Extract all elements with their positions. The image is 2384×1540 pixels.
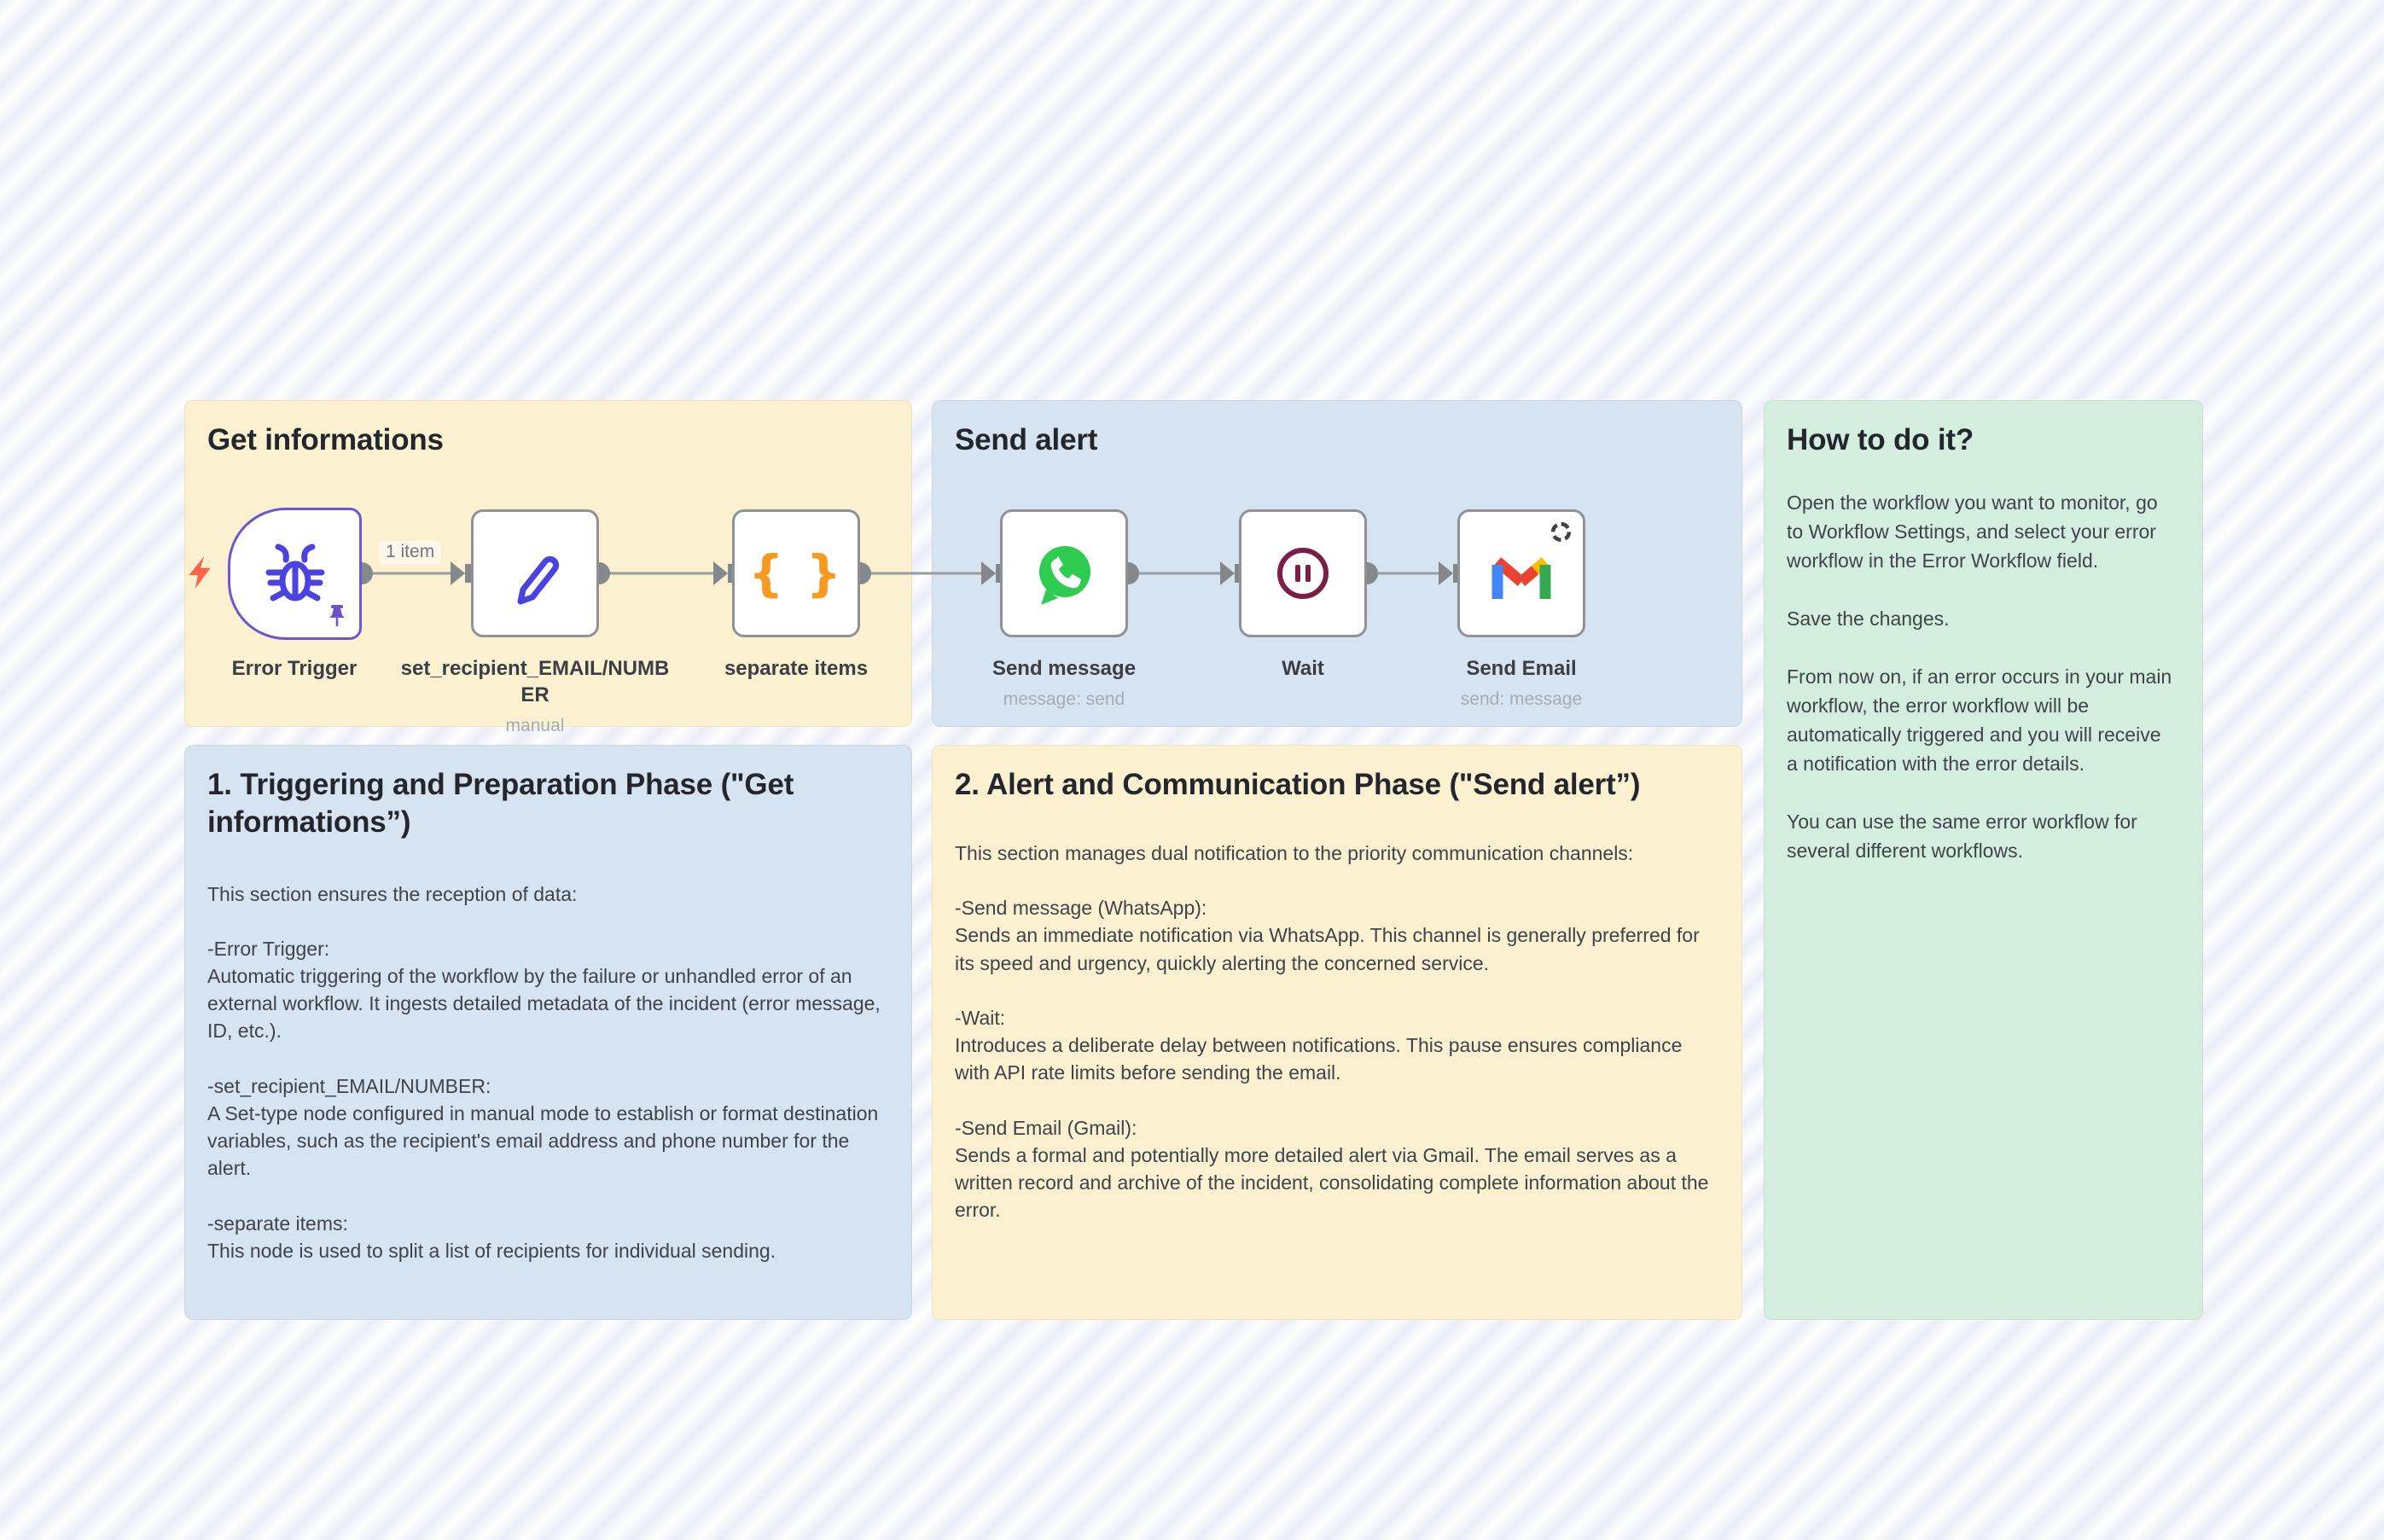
pencil-icon (517, 555, 560, 605)
braces-icon: { } (748, 544, 844, 602)
node-sublabel-send-email: send: message (1460, 689, 1583, 710)
node-sublabel-send-message: message: send (1003, 689, 1125, 710)
node-label-separate-items: separate items (724, 657, 869, 680)
sticky-title-send-alert: Send alert (955, 423, 1098, 456)
sticky-title-how-to: How to do it? (1787, 423, 1974, 456)
node-wait[interactable] (1239, 509, 1367, 637)
whatsapp-icon (1039, 546, 1090, 605)
sticky-note-phase1[interactable]: 1. Triggering and Preparation Phase ("Ge… (184, 745, 912, 1320)
sticky-note-how-to[interactable]: How to do it? Open the workflow you want… (1764, 400, 2203, 1320)
sticky-body-how-to: Open the workflow you want to monitor, g… (1787, 491, 2172, 863)
sync-icon (1550, 521, 1572, 543)
node-error-trigger[interactable] (228, 508, 362, 640)
connection-wait-to-send-email[interactable] (1355, 555, 1461, 592)
sticky-title-phase2: 2. Alert and Communication Phase ("Send … (955, 768, 1641, 801)
sticky-title-get-informations: Get informations (207, 423, 444, 456)
node-set-recipient[interactable] (471, 509, 599, 637)
gmail-icon (1491, 557, 1551, 599)
node-label-set-recipient: set_recipient_EMAIL/NUMBER (400, 657, 670, 707)
node-label-send-message: Send message (991, 657, 1137, 680)
connection-send-message-to-wait[interactable] (1116, 555, 1242, 592)
connection-item-count-label: 1 item (379, 541, 442, 564)
sticky-body-phase1: This section ensures the reception of da… (207, 882, 881, 1262)
sticky-note-phase2[interactable]: 2. Alert and Communication Phase ("Send … (932, 745, 1742, 1320)
sticky-body-phase2: This section manages dual notification t… (955, 841, 1709, 1222)
connection-set-recipient-to-separate-items[interactable] (587, 555, 736, 592)
node-separate-items[interactable]: { } (732, 509, 860, 637)
sticky-title-phase1: 1. Triggering and Preparation Phase ("Ge… (207, 768, 794, 839)
node-label-wait: Wait (1282, 657, 1324, 680)
node-send-message[interactable] (1000, 509, 1128, 637)
node-label-send-email: Send Email (1466, 657, 1577, 680)
connection-separate-items-to-send-message[interactable] (848, 555, 1003, 592)
node-label-error-trigger: Error Trigger (231, 657, 358, 680)
node-sublabel-set-recipient: manual (505, 716, 565, 736)
pause-icon (1277, 548, 1329, 599)
bug-icon (265, 543, 324, 601)
execute-trigger-bolt-icon[interactable] (187, 556, 212, 589)
pin-icon (329, 605, 345, 626)
node-send-email[interactable] (1457, 509, 1585, 637)
